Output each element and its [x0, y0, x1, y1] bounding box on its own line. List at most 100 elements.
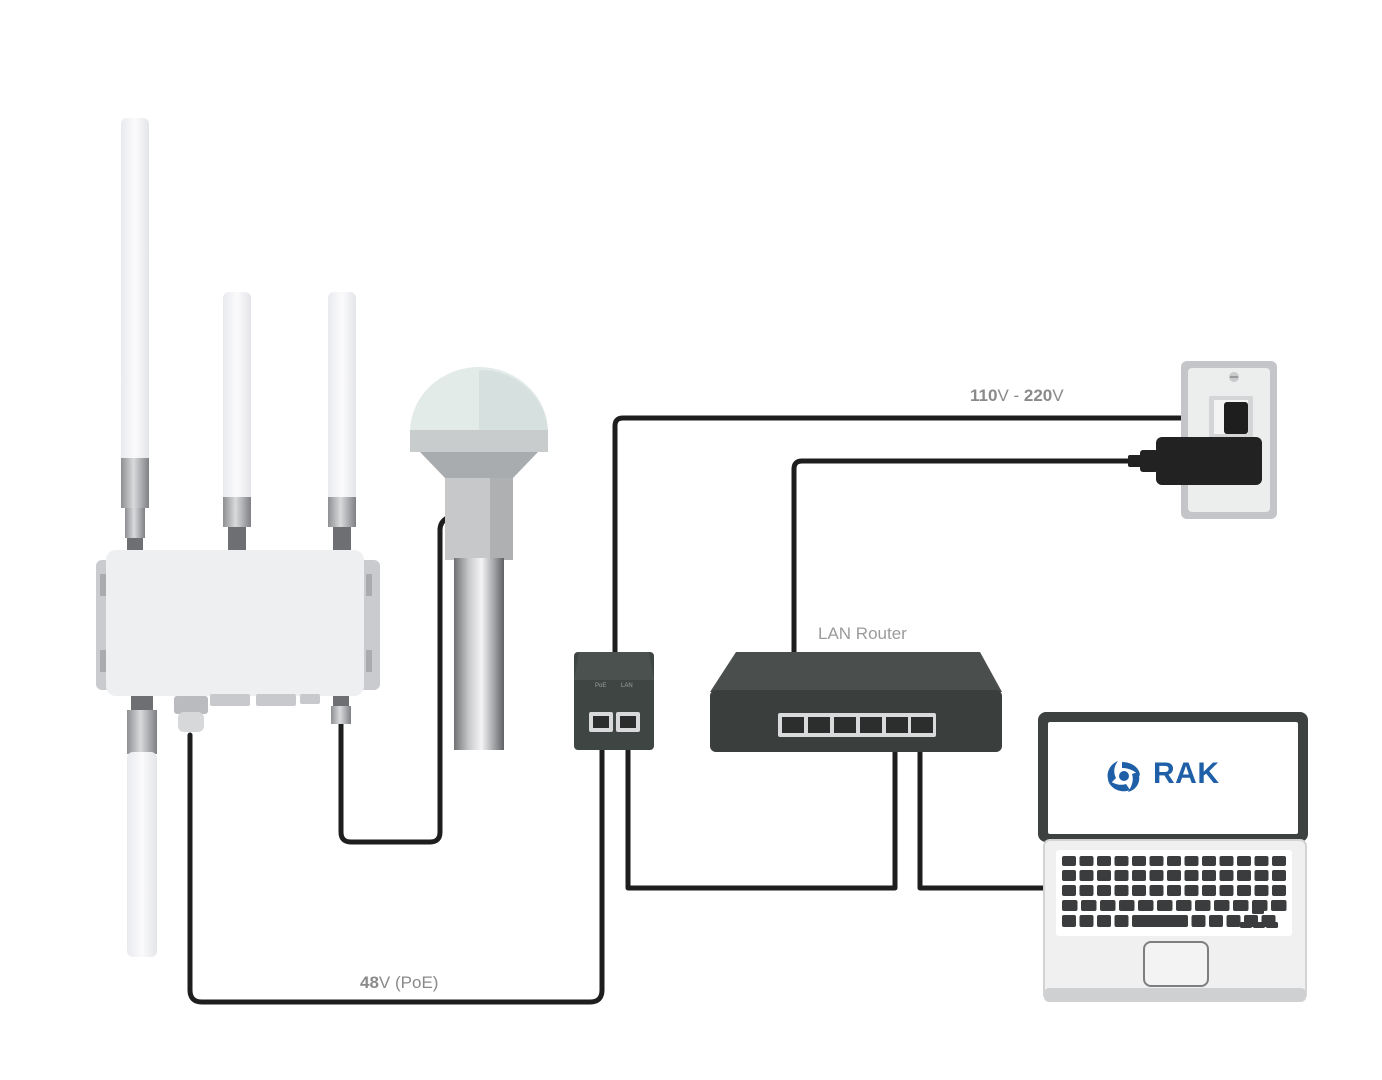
keyboard-keys: [1062, 856, 1287, 928]
keyboard-key: [1149, 856, 1164, 866]
keyboard-key: [1226, 915, 1241, 927]
keyboard-key: [1062, 870, 1076, 881]
keyboard-key: [1209, 915, 1223, 927]
keyboard-key: [1176, 900, 1192, 911]
keyboard-key: [1237, 856, 1251, 866]
router-ports: [778, 713, 936, 737]
keyboard-key: [1132, 885, 1146, 896]
keyboard-key: [1149, 885, 1164, 896]
keyboard-key: [1079, 885, 1094, 896]
keyboard-key: [1219, 885, 1234, 896]
keyboard-key: [1167, 870, 1181, 881]
keyboard-key: [1114, 856, 1129, 866]
gateway-enclosure: [106, 550, 364, 696]
keyboard-key: [1081, 900, 1097, 911]
poe-voltage-label: 48V (PoE): [360, 973, 438, 993]
keyboard-key: [1254, 885, 1269, 896]
keyboard-key: [1114, 870, 1129, 881]
keyboard-key: [1184, 856, 1199, 866]
keyboard-key: [1271, 900, 1287, 911]
router-power-cable: [791, 458, 1131, 655]
laptop-screen: [1048, 722, 1298, 834]
keyboard-key: [1219, 870, 1234, 881]
keyboard-key: [1202, 885, 1216, 896]
keyboard-key: [1097, 915, 1111, 927]
keyboard-key: [1167, 856, 1181, 866]
cable-gland: [174, 696, 208, 732]
outdoor-gateway: [96, 118, 380, 957]
wall-socket: [1128, 361, 1277, 519]
rak-logo-icon: [1107, 761, 1140, 792]
gps-cable: [338, 515, 450, 845]
poe-injector: [574, 652, 654, 750]
keyboard-key: [1202, 870, 1216, 881]
keyboard-key: [1272, 870, 1286, 881]
mains-voltage-bold-2: 220: [1023, 386, 1053, 405]
keyboard-key: [1167, 885, 1181, 896]
router-laptop-cable: [917, 723, 1051, 891]
injector-power-cable: [612, 415, 1221, 655]
laptop: [1038, 712, 1308, 1002]
keyboard-key: [1114, 915, 1129, 927]
keyboard-key: [1191, 915, 1206, 927]
keyboard-key: [1079, 856, 1094, 866]
keyboard-key: [1219, 856, 1234, 866]
keyboard-key: [1233, 900, 1249, 911]
arrow-key: [1253, 922, 1265, 928]
keyboard-key: [1149, 870, 1164, 881]
keyboard-key: [1132, 856, 1146, 866]
mains-voltage-rest-2: V: [1052, 386, 1064, 405]
poe-cable: [187, 723, 605, 1005]
keyboard-key: [1114, 885, 1129, 896]
keyboard-key: [1062, 900, 1078, 911]
keyboard-key: [1184, 870, 1199, 881]
keyboard-key: [1079, 870, 1094, 881]
cables: [187, 415, 1221, 1005]
keyboard-key: [1119, 900, 1135, 911]
keyboard-key: [1237, 885, 1251, 896]
keyboard-key: [1254, 856, 1269, 866]
lan-router: [710, 652, 1002, 752]
mains-voltage-bold-1: 110: [970, 386, 998, 405]
keyboard-key: [1202, 856, 1216, 866]
laptop-trackpad: [1143, 941, 1209, 987]
antenna-mid-left: [223, 292, 251, 551]
keyboard-key: [1097, 885, 1111, 896]
power-adapter: [1156, 437, 1262, 485]
keyboard-key: [1097, 870, 1111, 881]
keyboard-key: [1214, 900, 1230, 911]
keyboard-key: [1079, 915, 1094, 927]
wall-plug: [1224, 402, 1248, 434]
keyboard-key: [1254, 870, 1269, 881]
keyboard-key: [1097, 856, 1111, 866]
arrow-key: [1266, 922, 1278, 928]
antenna-mid-right: [328, 292, 356, 551]
injector-label-poe: PoE: [595, 683, 607, 689]
keyboard-key: [1272, 856, 1286, 866]
keyboard-key: [1252, 900, 1268, 911]
injector-lan-cable: [625, 723, 898, 891]
keyboard-key: [1157, 900, 1173, 911]
poe-voltage-rest: V (PoE): [378, 973, 439, 992]
keyboard-key: [1100, 900, 1116, 911]
keyboard-key: [1132, 915, 1188, 927]
laptop-brand-text: RAK: [1153, 757, 1220, 790]
arrow-key: [1240, 922, 1252, 928]
antenna-bottom: [127, 696, 157, 957]
keyboard-key: [1132, 870, 1146, 881]
router-label: LAN Router: [818, 624, 907, 643]
keyboard-key: [1272, 885, 1286, 896]
keyboard-key: [1237, 870, 1251, 881]
keyboard-key: [1184, 885, 1199, 896]
gps-antenna: [410, 367, 548, 750]
poe-voltage-bold: 48: [360, 973, 379, 992]
keyboard-key: [1195, 900, 1211, 911]
injector-label-lan: LAN: [621, 683, 633, 689]
mains-voltage-rest-1: V -: [997, 386, 1024, 405]
keyboard-key: [1062, 915, 1076, 927]
keyboard-key: [1138, 900, 1154, 911]
keyboard-key: [1062, 856, 1076, 866]
keyboard-key: [1062, 885, 1076, 896]
arrow-key: [1252, 909, 1264, 914]
